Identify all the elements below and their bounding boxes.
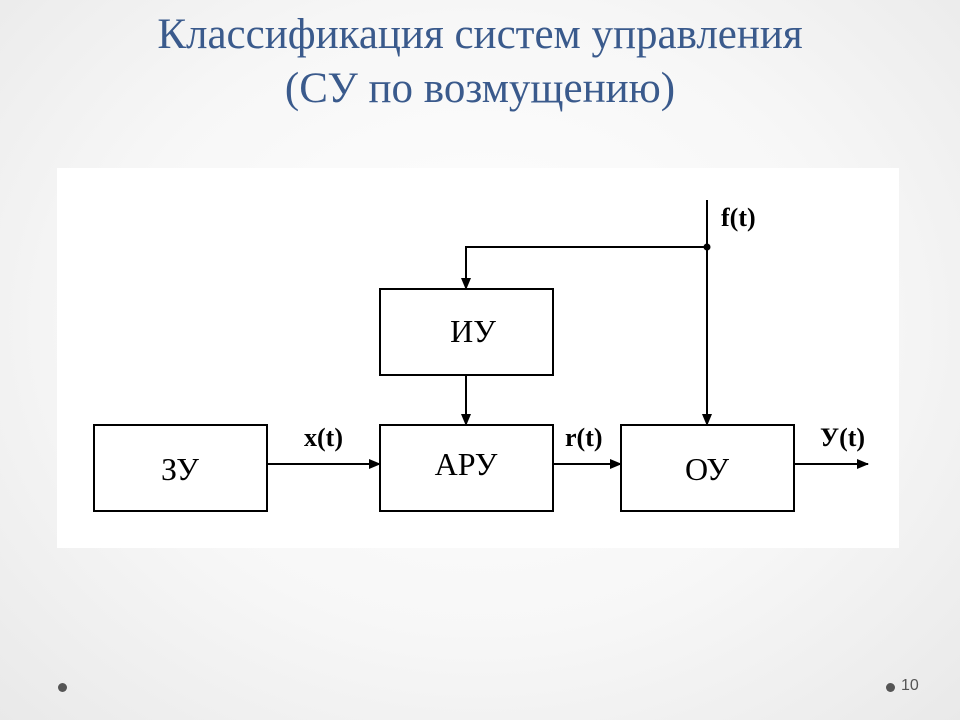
signal-x-label: x(t) bbox=[304, 423, 343, 452]
page-number: 10 bbox=[901, 677, 919, 694]
arrow-f-to-iu bbox=[461, 246, 707, 290]
block-ou-label: ОУ bbox=[685, 451, 729, 487]
block-zu-label: ЗУ bbox=[161, 451, 199, 487]
block-iu-label: ИУ bbox=[450, 313, 496, 349]
title-line-2: (СУ по возмущению) bbox=[284, 65, 676, 112]
block-zu bbox=[93, 424, 268, 512]
slide-title: Классификация систем управления (СУ по в… bbox=[0, 8, 960, 116]
junction-node bbox=[703, 243, 711, 251]
title-line-1: Классификация систем управления bbox=[157, 11, 803, 58]
block-aru-label: АРУ bbox=[435, 446, 498, 482]
bullet-dot-right bbox=[886, 683, 895, 692]
bullet-dot-left bbox=[58, 683, 67, 692]
signal-f-label: f(t) bbox=[721, 203, 756, 232]
signal-r-label: r(t) bbox=[565, 423, 603, 452]
signal-y-label: У(t) bbox=[820, 423, 865, 452]
